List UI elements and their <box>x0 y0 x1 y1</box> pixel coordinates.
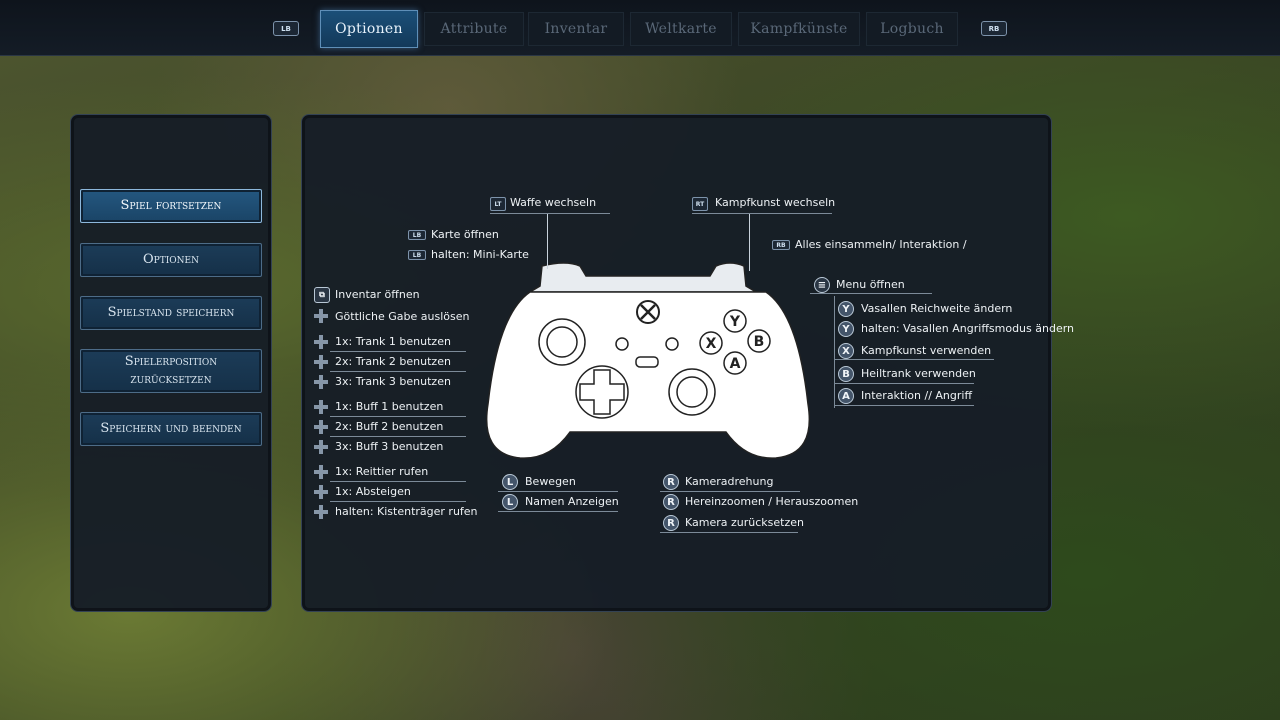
right-stick-zoom-icon: R <box>663 494 679 510</box>
resume-button[interactable]: Spiel fortsetzen <box>80 189 262 223</box>
lb-minimap-icon: LB <box>408 250 426 260</box>
rt-leader-line <box>749 213 750 271</box>
menu-row-underline <box>810 276 932 294</box>
rt-trigger-icon: RT <box>692 197 708 211</box>
lb-button-icon[interactable]: LB <box>273 21 299 36</box>
x-skill-label: Kampfkunst verwenden <box>861 344 992 357</box>
tab-logbuch[interactable]: Logbuch <box>866 12 958 46</box>
camera-reset-label: Kamera zurücksetzen <box>685 516 804 529</box>
reset-position-line1: Spielerposition <box>124 354 218 369</box>
trank1-label: 1x: Trank 1 benutzen <box>335 335 451 348</box>
camera-rotate-label: Kameradrehung <box>685 475 774 488</box>
controller-image: Y X B A <box>485 262 811 459</box>
camera-rotate-row-underline <box>660 474 800 492</box>
a-button-icon: A <box>838 388 854 404</box>
menu-label: Menu öffnen <box>836 278 905 291</box>
trank2-label: 2x: Trank 2 benutzen <box>335 355 451 368</box>
a-row-underline <box>834 388 974 406</box>
face-bracket-line <box>834 296 835 408</box>
left-stick-click-icon: L <box>502 494 518 510</box>
y-mode-label: halten: Vasallen Angriffsmodus ändern <box>861 322 1075 335</box>
lt-label: Waffe wechseln <box>510 196 597 209</box>
rt-label: Kampfkunst wechseln <box>715 196 836 209</box>
move-row-underline <box>498 474 618 492</box>
buff1-row-underline <box>330 399 466 417</box>
dpad-down-icon-1 <box>314 465 328 479</box>
dpad-down-icon-3 <box>314 505 328 519</box>
trank1-row-underline <box>330 334 466 352</box>
lb-map-label: Karte öffnen <box>431 228 499 241</box>
rb-collect-label: Alles einsammeln/ Interaktion / <box>795 238 967 251</box>
lb-minimap-label: halten: Mini-Karte <box>431 248 529 261</box>
save-game-button[interactable]: Spielstand speichern <box>80 296 262 330</box>
b-button-icon: B <box>838 366 854 382</box>
y-hold-button-icon: Y <box>838 321 854 337</box>
dpad-up-icon <box>314 309 328 323</box>
controller-y-face-label: Y <box>729 314 741 330</box>
dismount-row-underline <box>330 484 466 502</box>
dpad-left-icon-2 <box>314 355 328 369</box>
y-range-label: Vasallen Reichweite ändern <box>861 302 1013 315</box>
tab-optionen[interactable]: Optionen <box>320 10 418 48</box>
reset-position-button[interactable]: Spielerposition zurücksetzen <box>80 349 262 393</box>
controller-b-face-label: B <box>754 334 765 350</box>
b-row-underline <box>834 366 974 384</box>
names-row-underline <box>498 494 618 512</box>
controller-a-face-label: A <box>730 356 741 372</box>
right-stick-icon: R <box>663 474 679 490</box>
divine-gift-label: Göttliche Gabe auslösen <box>335 310 470 323</box>
camera-reset-row-underline <box>660 515 798 533</box>
x-button-icon: X <box>838 343 854 359</box>
y-button-icon: Y <box>838 301 854 317</box>
tab-inventar[interactable]: Inventar <box>528 12 624 46</box>
left-stick-icon: L <box>502 474 518 490</box>
lt-row-underline <box>490 196 610 214</box>
dpad-down-icon-2 <box>314 485 328 499</box>
b-heal-label: Heiltrank verwenden <box>861 367 976 380</box>
dpad-right-icon-2 <box>314 420 328 434</box>
chest-carrier-label: halten: Kistenträger rufen <box>335 505 478 518</box>
rb-collect-icon: RB <box>772 240 790 250</box>
tab-weltkarte[interactable]: Weltkarte <box>630 12 732 46</box>
a-interact-label: Interaktion // Angriff <box>861 389 973 402</box>
zoom-label: Hereinzoomen / Herauszoomen <box>685 495 859 508</box>
buff2-row-underline <box>330 419 466 437</box>
dpad-left-icon-1 <box>314 335 328 349</box>
mount-row-underline <box>330 464 466 482</box>
dpad-right-icon-3 <box>314 440 328 454</box>
names-label: Namen Anzeigen <box>525 495 619 508</box>
dismount-label: 1x: Absteigen <box>335 485 411 498</box>
tab-attribute[interactable]: Attribute <box>424 12 524 46</box>
save-and-quit-button[interactable]: Speichern und beenden <box>80 412 262 446</box>
trank2-row-underline <box>330 354 466 372</box>
right-stick-click-icon: R <box>663 515 679 531</box>
x-row-underline <box>834 342 994 360</box>
lb-map-icon: LB <box>408 230 426 240</box>
options-button[interactable]: Optionen <box>80 243 262 277</box>
buff1-label: 1x: Buff 1 benutzen <box>335 400 444 413</box>
buff3-label: 3x: Buff 3 benutzen <box>335 440 444 453</box>
buff2-label: 2x: Buff 2 benutzen <box>335 420 444 433</box>
view-button-icon: ⧉ <box>314 287 330 303</box>
controller-x-face-label: X <box>706 336 717 352</box>
inventory-label: Inventar öffnen <box>335 288 420 301</box>
top-navigation-bar: LB Optionen Attribute Inventar Weltkarte… <box>0 0 1280 56</box>
dpad-left-icon-3 <box>314 375 328 389</box>
lt-leader-line <box>547 213 548 269</box>
trank3-label: 3x: Trank 3 benutzen <box>335 375 451 388</box>
reset-position-line2: zurücksetzen <box>130 372 212 387</box>
mount-label: 1x: Reittier rufen <box>335 465 429 478</box>
rt-row-underline <box>692 196 832 214</box>
dpad-right-icon-1 <box>314 400 328 414</box>
rb-button-icon[interactable]: RB <box>981 21 1007 36</box>
menu-button-icon: ≡ <box>814 277 830 293</box>
move-label: Bewegen <box>525 475 576 488</box>
lt-trigger-icon: LT <box>490 197 506 211</box>
tab-kampfkuenste[interactable]: Kampfkünste <box>738 12 860 46</box>
